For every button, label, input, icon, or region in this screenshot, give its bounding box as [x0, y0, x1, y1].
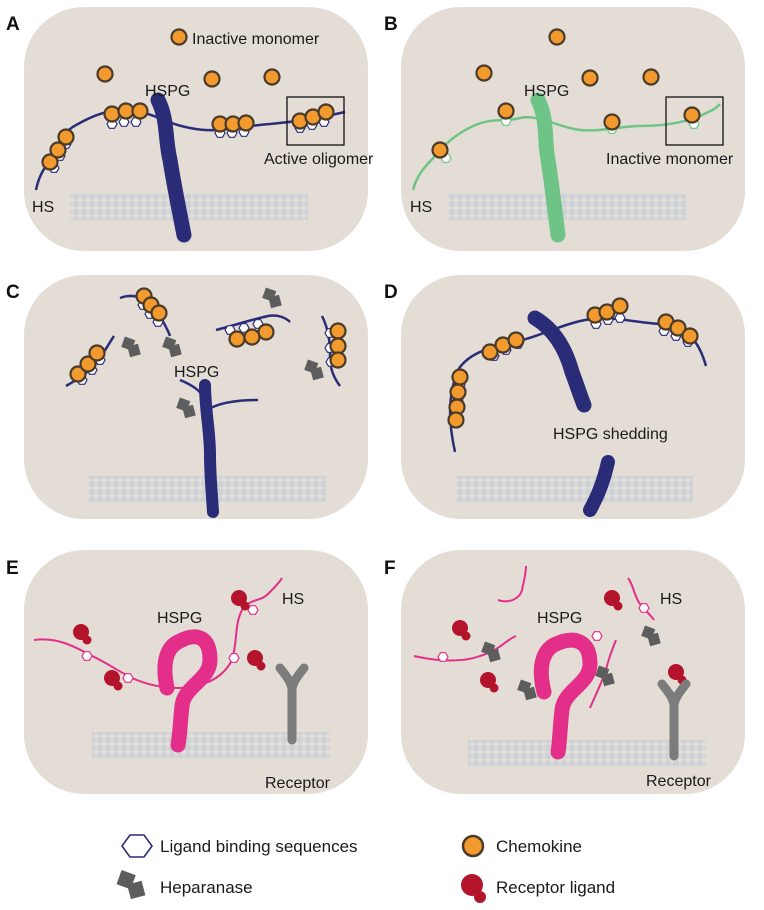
hspg-label: HSPG: [157, 610, 202, 627]
inactive-monomer-label: Inactive monomer: [606, 151, 734, 168]
hs-label: HS: [410, 199, 432, 216]
zoom-box: [665, 96, 724, 146]
hspg-core: [157, 629, 218, 753]
legend-receptor-ligand: Receptor ligand: [496, 878, 615, 897]
receptor-label: Receptor: [265, 775, 331, 792]
legend-chemokine: Chemokine: [496, 837, 582, 856]
hspg-shedding-label: HSPG shedding: [553, 426, 668, 443]
membrane: [448, 194, 686, 220]
hs-label: HS: [32, 199, 54, 216]
hspg-core: [533, 632, 598, 760]
inactive-monomer-label: Inactive monomer: [192, 31, 320, 48]
hspg-core: [530, 92, 566, 243]
receptor-ligand-icon: [461, 874, 486, 903]
receptor: [275, 663, 309, 745]
zoom-box: [286, 96, 345, 146]
panel-a-letter: A: [6, 14, 20, 35]
active-oligomer-label: Active oligomer: [264, 151, 374, 168]
panel-e: E HSPG HS Receptor: [6, 550, 368, 794]
hspg-label: HSPG: [524, 83, 569, 100]
hspg-label: HSPG: [174, 364, 219, 381]
panel-b: B HSPG Inactive monomer HS: [384, 7, 745, 251]
legend-ligand-binding: Ligand binding sequences: [160, 837, 358, 856]
hspg-label: HSPG: [537, 610, 582, 627]
panel-c: C HSPG: [6, 275, 368, 519]
hspg-core: [150, 92, 192, 243]
hs-label: HS: [660, 591, 682, 608]
panel-a: A Inactive monomer HSPG Active oligomer …: [6, 7, 374, 251]
panel-b-letter: B: [384, 14, 398, 35]
panel-d-letter: D: [384, 282, 398, 303]
panel-e-letter: E: [6, 558, 19, 579]
ligand-binding-icon: [121, 834, 153, 858]
hspg-fragment: [527, 310, 592, 413]
receptor: [657, 679, 691, 761]
panel-c-letter: C: [6, 282, 20, 303]
hspg-shed-fragment: [583, 455, 615, 517]
panel-f-letter: F: [384, 558, 396, 579]
hs-label: HS: [282, 591, 304, 608]
panel-f: F HSPG HS Receptor: [384, 550, 745, 794]
membrane: [455, 476, 693, 502]
legend-heparanase: Heparanase: [160, 878, 253, 897]
heparanase-icon: [116, 870, 146, 900]
chemokine-icon: [461, 834, 485, 858]
panel-d: D HSPG shedding: [384, 275, 745, 519]
hspg-core: [199, 379, 219, 518]
legend: Ligand binding sequences Heparanase Chem…: [116, 834, 615, 903]
hspg-label: HSPG: [145, 83, 190, 100]
receptor-label: Receptor: [646, 773, 712, 790]
membrane: [70, 194, 308, 220]
membrane: [468, 740, 706, 766]
